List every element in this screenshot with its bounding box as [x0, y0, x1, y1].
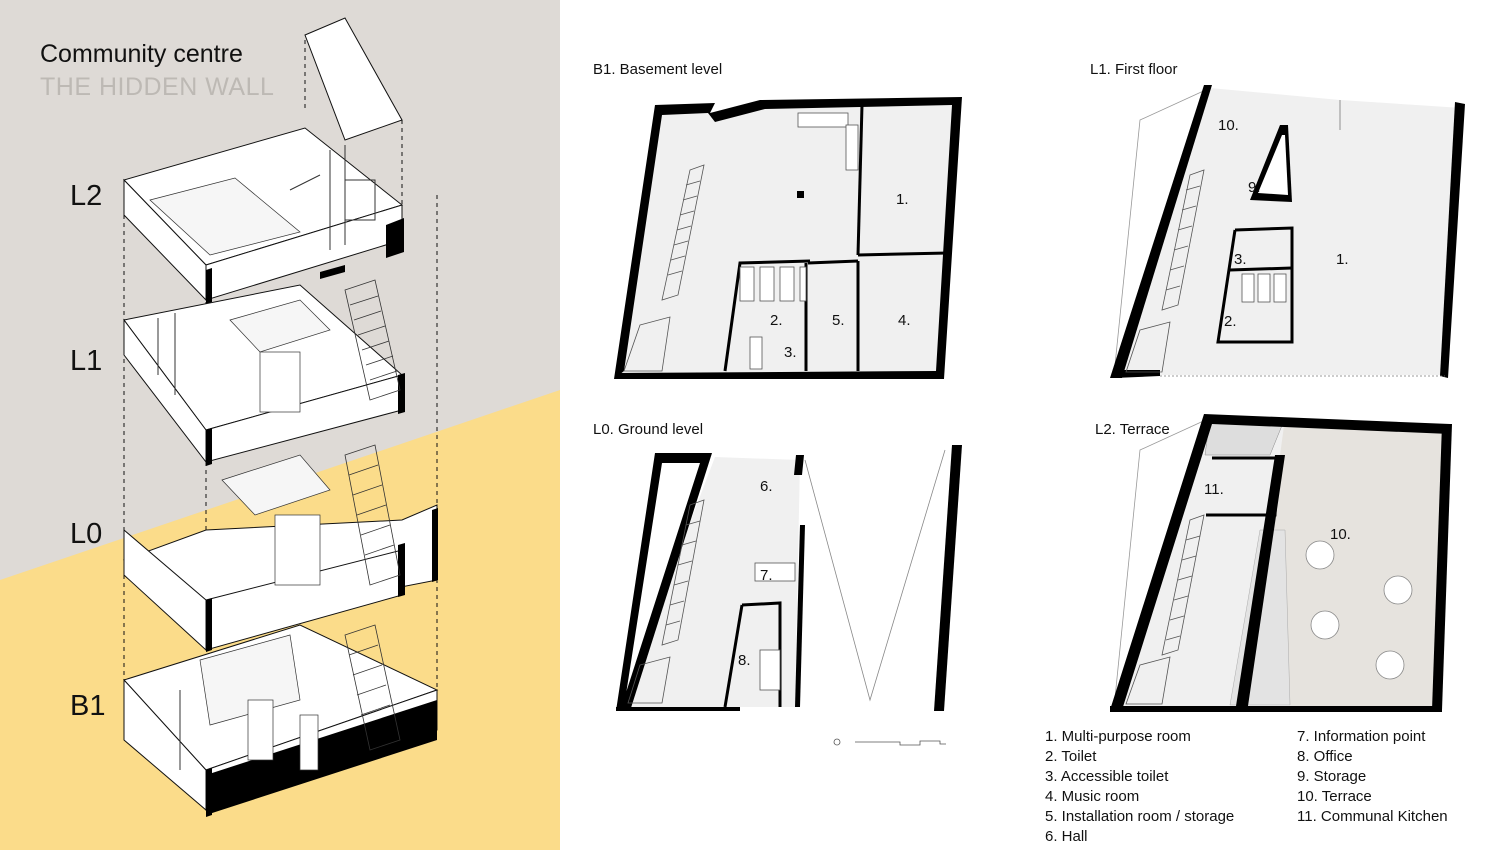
legend-item: 3. Accessible toilet — [1045, 768, 1169, 785]
room-label-4: 4. — [898, 312, 911, 329]
legend-item: 2. Toilet — [1045, 748, 1097, 765]
room-label-2: 2. — [770, 312, 783, 329]
plan-b1: 1. 2. 3. 4. 5. — [614, 97, 962, 379]
level-l2-volume — [123, 17, 404, 304]
plan-title-b1: B1. Basement level — [593, 61, 723, 78]
room-label-5: 5. — [832, 312, 845, 329]
room-label-8: 8. — [738, 652, 751, 669]
room-label-1: 1. — [1336, 251, 1349, 268]
level-l1-volume — [123, 279, 405, 466]
level-label-b1: B1 — [70, 690, 106, 722]
legend-column-2: 7. Information point 8. Office 9. Storag… — [1297, 727, 1448, 827]
plan-title-l2: L2. Terrace — [1095, 421, 1170, 438]
room-label-6: 6. — [760, 478, 773, 495]
legend-item: 8. Office — [1297, 748, 1353, 765]
room-label-9: 9. — [1248, 179, 1261, 196]
terrace-tables — [1305, 540, 1413, 680]
page-title: Community centre — [40, 40, 243, 68]
plan-l0: 6. 7. 8. — [616, 445, 962, 746]
legend-item: 10. Terrace — [1297, 788, 1372, 805]
room-label-1: 1. — [896, 191, 909, 208]
axonometric-drawing — [0, 0, 560, 850]
level-l0-volume — [122, 444, 438, 652]
level-label-l1: L1 — [70, 345, 103, 377]
room-label-10: 10. — [1330, 526, 1351, 543]
legend-item: 6. Hall — [1045, 828, 1088, 845]
plan-title-l0: L0. Ground level — [593, 421, 704, 438]
legend-item: 11. Communal Kitchen — [1297, 808, 1448, 825]
room-label-10: 10. — [1218, 117, 1239, 134]
legend-item: 7. Information point — [1297, 728, 1426, 745]
page-subtitle: THE HIDDEN WALL — [40, 73, 275, 101]
level-label-l0: L0 — [70, 518, 103, 550]
room-label-2: 2. — [1224, 313, 1237, 330]
level-label-l2: L2 — [70, 180, 103, 212]
scale-bar — [833, 738, 946, 746]
legend-item: 9. Storage — [1297, 768, 1367, 785]
plan-title-l1: L1. First floor — [1090, 61, 1178, 78]
legend-item: 1. Multi-purpose room — [1045, 728, 1191, 745]
plan-l1: 10. 9. 3. 1. 2. — [1110, 85, 1465, 378]
plan-l2: 11. 10. — [1110, 414, 1452, 712]
level-b1-volume — [123, 624, 439, 817]
room-label-11: 11. — [1204, 481, 1224, 498]
room-label-3: 3. — [784, 344, 797, 361]
room-label-7: 7. — [760, 567, 773, 584]
room-label-3: 3. — [1234, 251, 1247, 268]
axonometric-panel: Community centre THE HIDDEN WALL L2 L1 L… — [0, 0, 560, 850]
legend-column-1: 1. Multi-purpose room 2. Toilet 3. Acces… — [1045, 727, 1234, 847]
legend-item: 4. Music room — [1045, 788, 1140, 805]
legend-item: 5. Installation room / storage — [1045, 808, 1235, 825]
